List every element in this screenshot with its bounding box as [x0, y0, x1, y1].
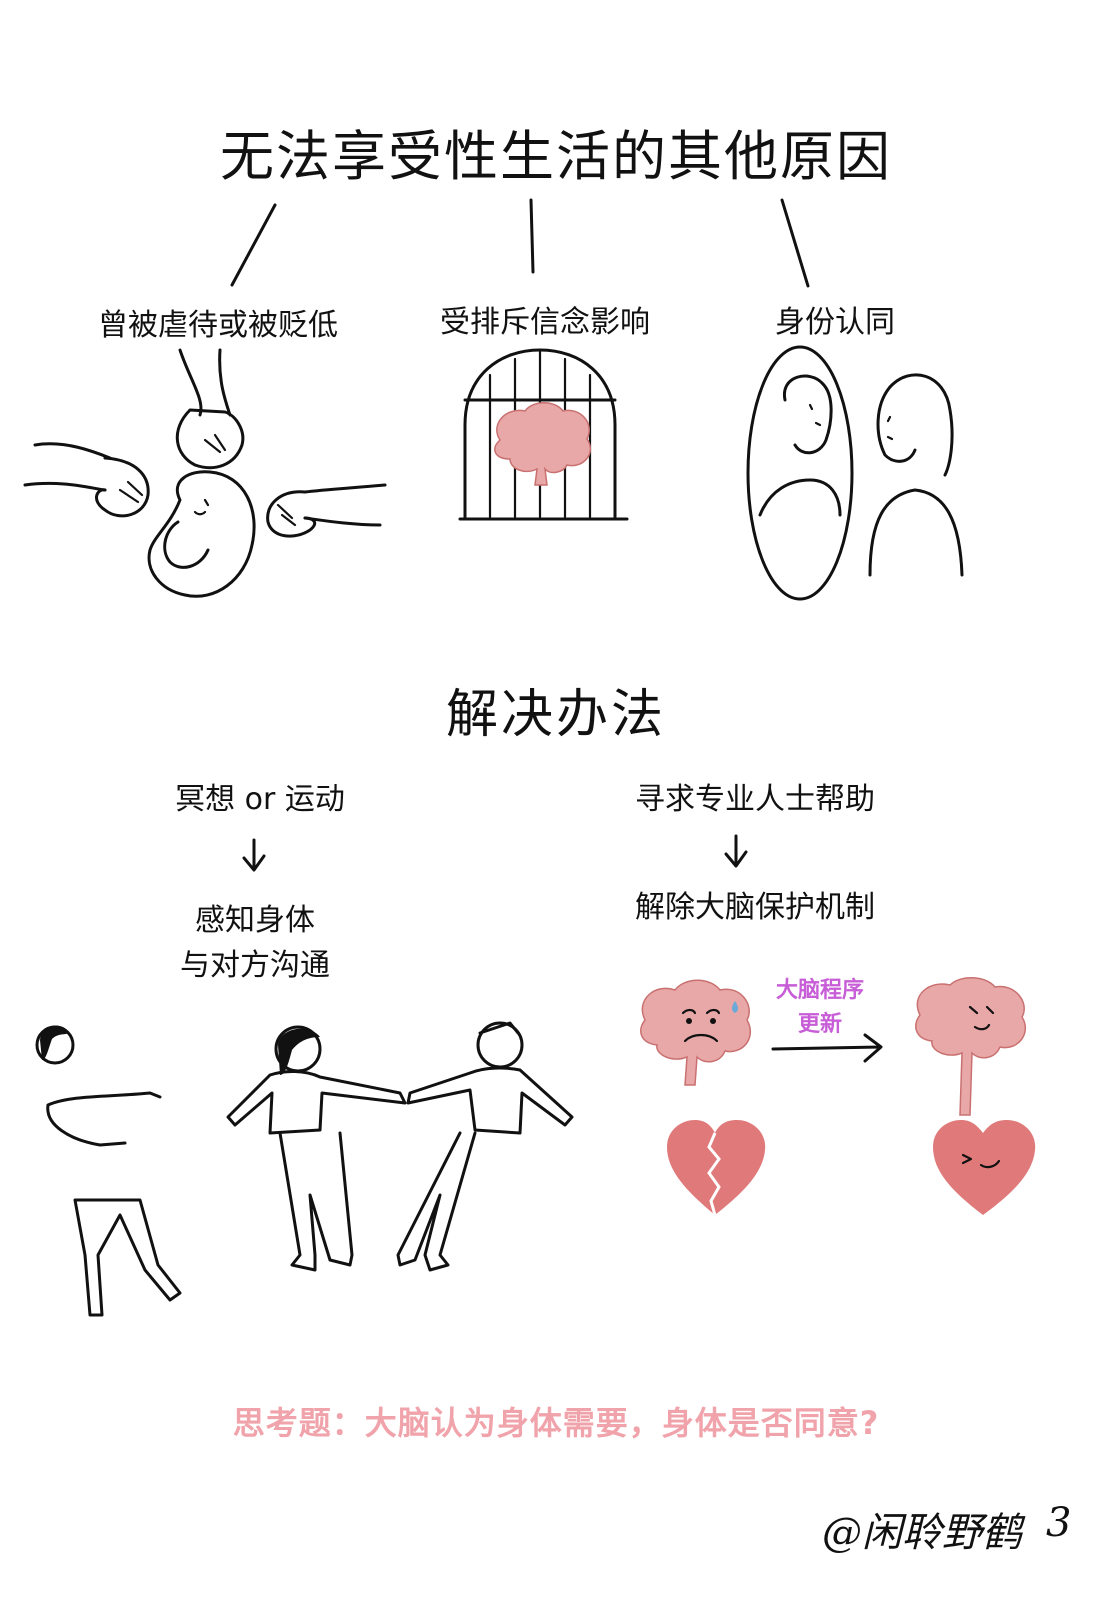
arrow-label-line1: 大脑程序	[775, 978, 864, 1003]
curled-figure-icon	[147, 470, 256, 598]
arrow-down-icon	[724, 834, 748, 868]
broken-heart-icon	[667, 1120, 766, 1216]
identity-illustration	[746, 345, 964, 601]
cause-label-belief: 受排斥信念影响	[440, 305, 650, 340]
person-icon	[226, 1025, 407, 1272]
heart-icon	[933, 1120, 1036, 1215]
person-icon	[868, 373, 964, 577]
brain-icon	[915, 977, 1027, 1116]
person-icon	[396, 1021, 574, 1272]
fist-icon	[23, 442, 150, 518]
person-icon	[35, 1025, 182, 1317]
page-number: 3	[1046, 1500, 1072, 1546]
thinking-question: 思考题：大脑认为身体需要，身体是否同意?	[232, 1404, 880, 1442]
cause-label-identity: 身份认同	[775, 305, 895, 340]
solution-right-step1: 寻求专业人士帮助	[635, 782, 875, 817]
arrow-label-line2: 更新	[797, 1012, 842, 1037]
connector-lines	[230, 198, 810, 288]
solutions-title: 解决办法	[445, 685, 666, 745]
abuse-illustration	[23, 348, 387, 598]
solution-right-step2: 解除大脑保护机制	[635, 890, 875, 925]
author-signature: @闲聆野鹤	[822, 1510, 1022, 1556]
solution-left-step2-line2: 与对方沟通	[180, 948, 330, 983]
solution-left-step2-line1: 感知身体	[195, 903, 315, 938]
fist-icon	[175, 348, 245, 470]
cause-label-abuse: 曾被虐待或被贬低	[98, 308, 338, 343]
arrow-icon	[771, 1033, 883, 1063]
mirror-icon	[746, 345, 854, 601]
brain-icon	[494, 402, 592, 486]
cage-icon	[458, 348, 629, 521]
page-title: 无法享受性生活的其他原因	[220, 125, 892, 188]
person-icon	[758, 374, 842, 517]
cage-illustration	[458, 348, 629, 521]
brain-icon	[640, 979, 752, 1086]
fist-icon	[266, 483, 387, 538]
solution-left-step1: 冥想 or 运动	[175, 782, 345, 817]
brain-update-illustration	[640, 977, 1036, 1216]
arrow-down-icon	[242, 838, 266, 872]
meditation-exercise-illustration	[35, 1021, 574, 1317]
